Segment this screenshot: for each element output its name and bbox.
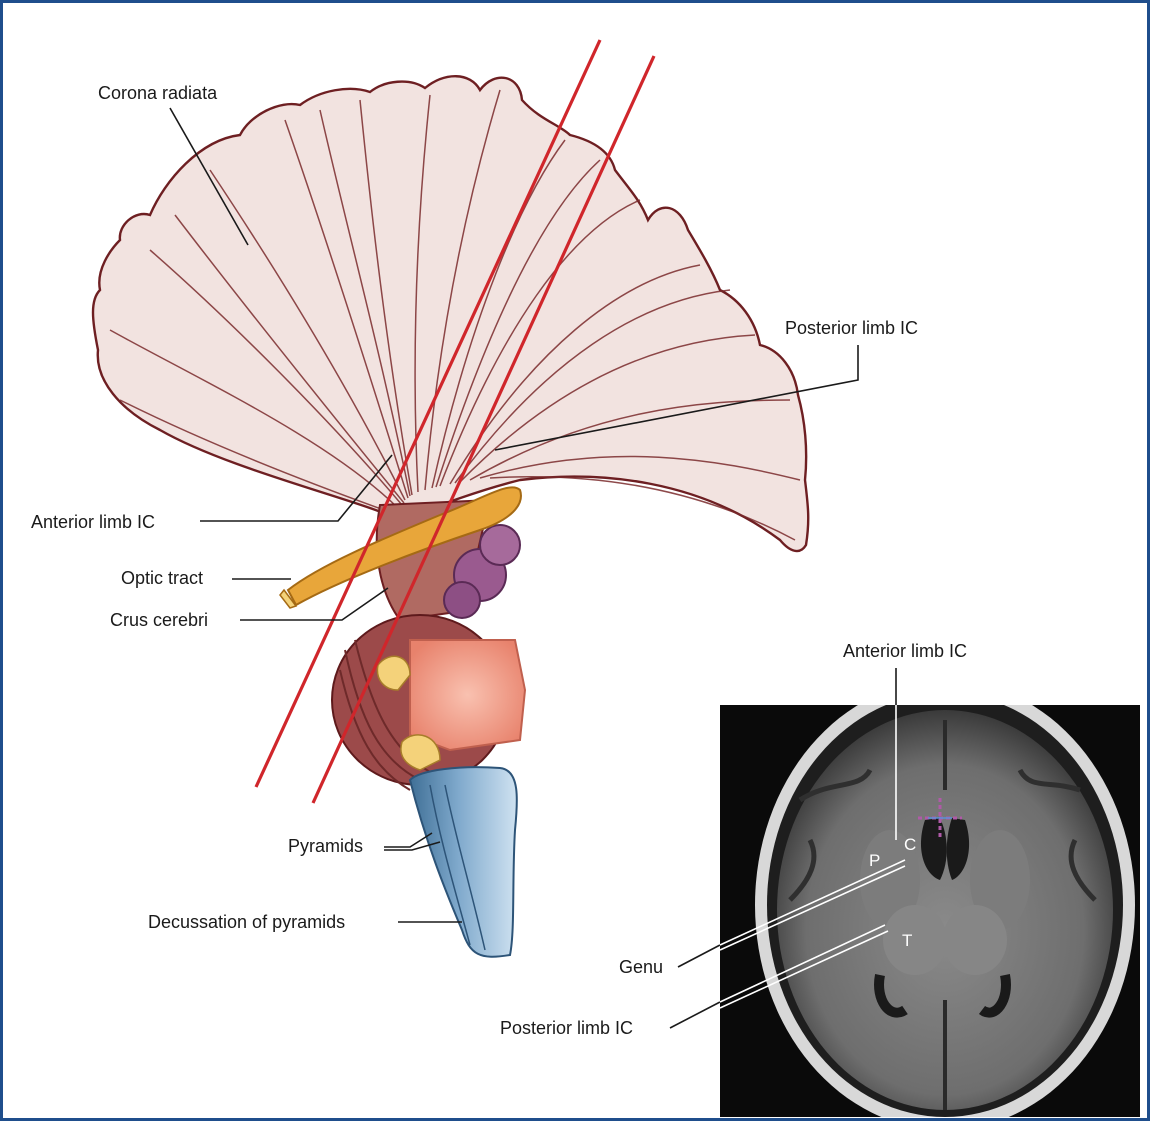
leader-posterior-limb-mri-black bbox=[670, 1002, 720, 1028]
label-anterior-limb-mri: Anterior limb IC bbox=[843, 641, 967, 661]
label-decussation: Decussation of pyramids bbox=[148, 912, 345, 932]
brainstem-illustration bbox=[280, 487, 525, 956]
label-optic-tract: Optic tract bbox=[121, 568, 203, 588]
mri-letter-thalamus: T bbox=[902, 931, 912, 950]
mri-inset bbox=[720, 680, 1140, 1121]
label-crus-cerebri: Crus cerebri bbox=[110, 610, 208, 630]
label-corona-radiata: Corona radiata bbox=[98, 83, 218, 103]
leader-genu-black bbox=[678, 945, 720, 967]
label-anterior-limb-left: Anterior limb IC bbox=[31, 512, 155, 532]
label-posterior-limb-top: Posterior limb IC bbox=[785, 318, 918, 338]
mri-letter-putamen: P bbox=[869, 851, 880, 870]
label-genu: Genu bbox=[619, 957, 663, 977]
corona-radiata-illustration bbox=[93, 76, 808, 551]
label-pyramids: Pyramids bbox=[288, 836, 363, 856]
mri-letter-caudate: C bbox=[904, 835, 916, 854]
label-posterior-limb-mri: Posterior limb IC bbox=[500, 1018, 633, 1038]
